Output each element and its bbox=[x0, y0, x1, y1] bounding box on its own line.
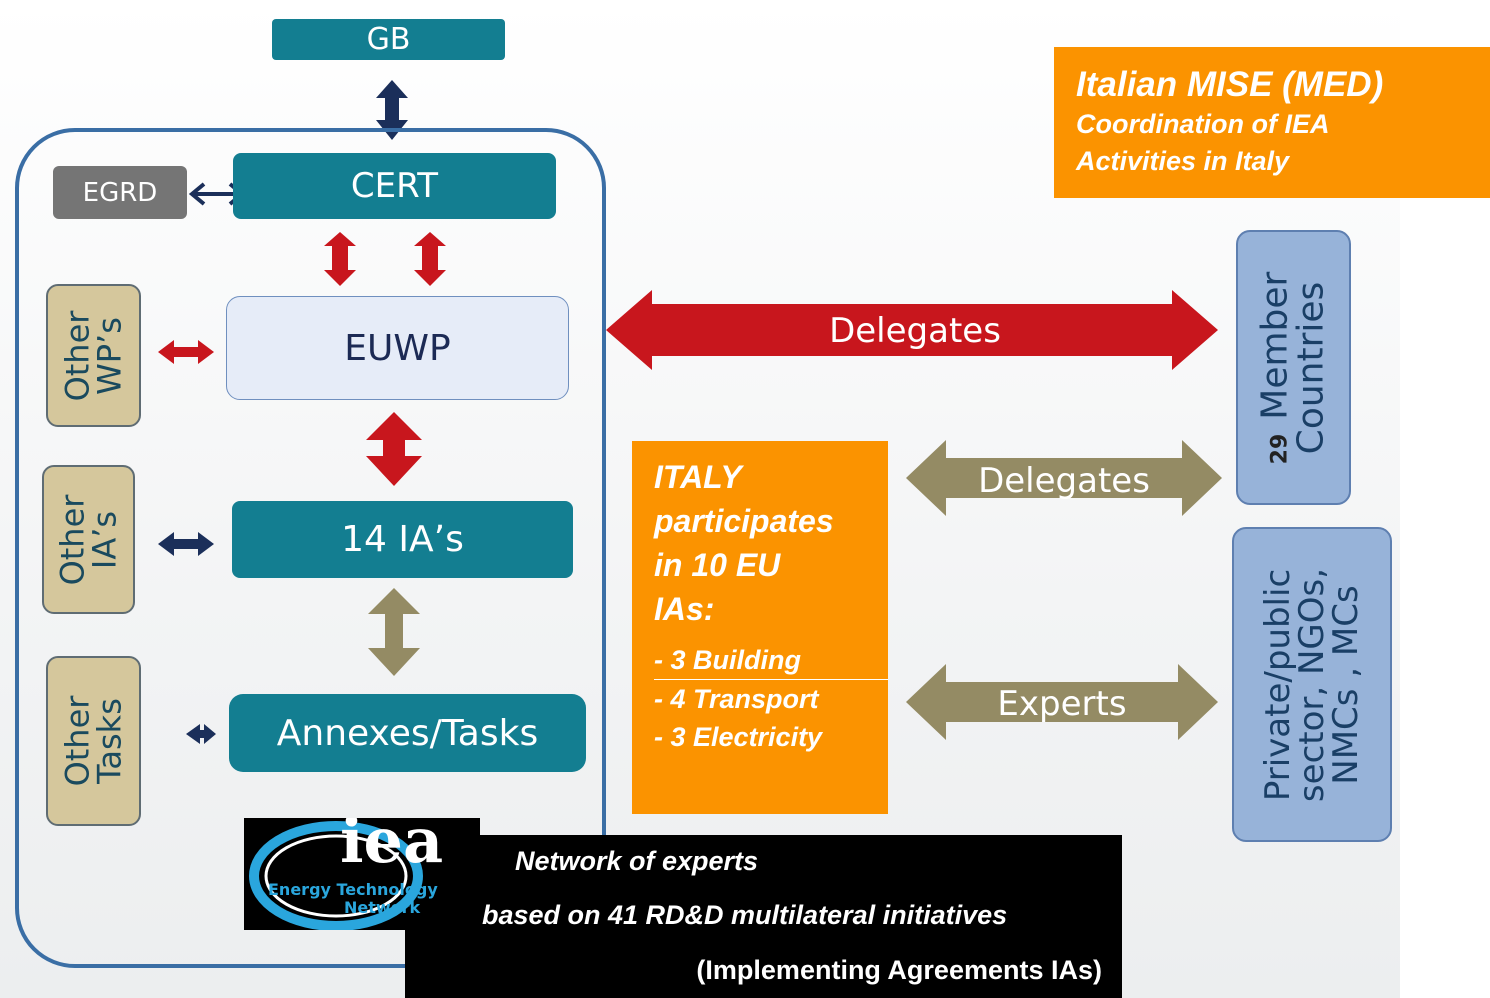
iea-logo-sub1: Energy Technology bbox=[268, 880, 438, 899]
ias-annexes-arrow bbox=[368, 588, 420, 676]
private-line2: sector, NGOs, bbox=[1292, 567, 1332, 802]
other-tasks-line1: Other bbox=[58, 695, 97, 787]
euwp-node: EUWP bbox=[226, 296, 569, 400]
other-ias-line2: IA’s bbox=[85, 510, 124, 569]
cert-euwp-arrow-right bbox=[414, 232, 446, 286]
italy-item2: - 4 Transport bbox=[654, 684, 819, 714]
cert-euwp-arrow-left bbox=[324, 232, 356, 286]
members-number: 29 bbox=[1267, 433, 1293, 464]
mise-line1: Coordination of IEA bbox=[1076, 109, 1330, 139]
delegates-mid-arrow bbox=[906, 440, 1222, 516]
private-line1: Private/public bbox=[1258, 568, 1298, 801]
italy-item1: - 3 Building bbox=[654, 641, 888, 680]
egrd-node: EGRD bbox=[53, 166, 187, 219]
other-ias-line1: Other bbox=[53, 494, 92, 585]
other-wps-arrow bbox=[158, 340, 214, 364]
experts-label: Experts bbox=[997, 684, 1127, 724]
iea-logo: iea Energy Technology Network bbox=[244, 818, 480, 930]
iea-logo-word: iea bbox=[340, 818, 444, 877]
network-line2: based on 41 RD&D multilateral initiative… bbox=[482, 900, 1008, 930]
italy-box: ITALY participates in 10 EU IAs: - 3 Bui… bbox=[632, 441, 888, 814]
cert-node: CERT bbox=[233, 153, 556, 219]
gb-cert-arrow bbox=[376, 80, 408, 140]
private-sector-node: Private/public sector, NGOs, NMCs , MCs bbox=[1232, 527, 1392, 842]
member-line2: Countries bbox=[1290, 281, 1332, 454]
other-wps-line1: Other bbox=[58, 310, 97, 401]
delegates-top-arrow bbox=[606, 290, 1218, 370]
annexes-node: Annexes/Tasks bbox=[229, 694, 586, 772]
delegates-mid-label: Delegates bbox=[978, 461, 1150, 501]
other-ias-arrow bbox=[158, 532, 214, 556]
other-wps-line2: WP’s bbox=[90, 316, 129, 395]
italy-item3: - 3 Electricity bbox=[654, 722, 823, 752]
gb-node: GB bbox=[272, 19, 505, 60]
iea-logo-swoosh bbox=[249, 821, 423, 930]
iea-boundary bbox=[15, 128, 606, 968]
euwp-ias-arrow bbox=[366, 412, 422, 486]
mise-line2: Activities in Italy bbox=[1076, 146, 1290, 176]
iea-logo-sub2: Network bbox=[344, 898, 421, 917]
delegates-top-label: Delegates bbox=[829, 311, 1001, 351]
private-line3: NMCs , MCs bbox=[1326, 584, 1366, 785]
network-line3: (Implementing Agreements IAs) bbox=[696, 955, 1102, 985]
network-caption-panel bbox=[405, 835, 1122, 998]
ias-node: 14 IA’s bbox=[232, 501, 573, 578]
italy-line3: in 10 EU bbox=[654, 547, 781, 583]
italy-line4: IAs: bbox=[654, 591, 715, 627]
mise-title: Italian MISE (MED) bbox=[1076, 65, 1384, 104]
italy-line1: ITALY bbox=[654, 459, 742, 495]
experts-arrow bbox=[906, 664, 1218, 740]
italy-line2: participates bbox=[654, 503, 834, 539]
other-tasks-line2: Tasks bbox=[90, 698, 129, 784]
other-tasks-arrow bbox=[186, 724, 216, 744]
mise-box: Italian MISE (MED) Coordination of IEA A… bbox=[1054, 47, 1490, 198]
network-line1: Network of experts bbox=[515, 846, 759, 876]
